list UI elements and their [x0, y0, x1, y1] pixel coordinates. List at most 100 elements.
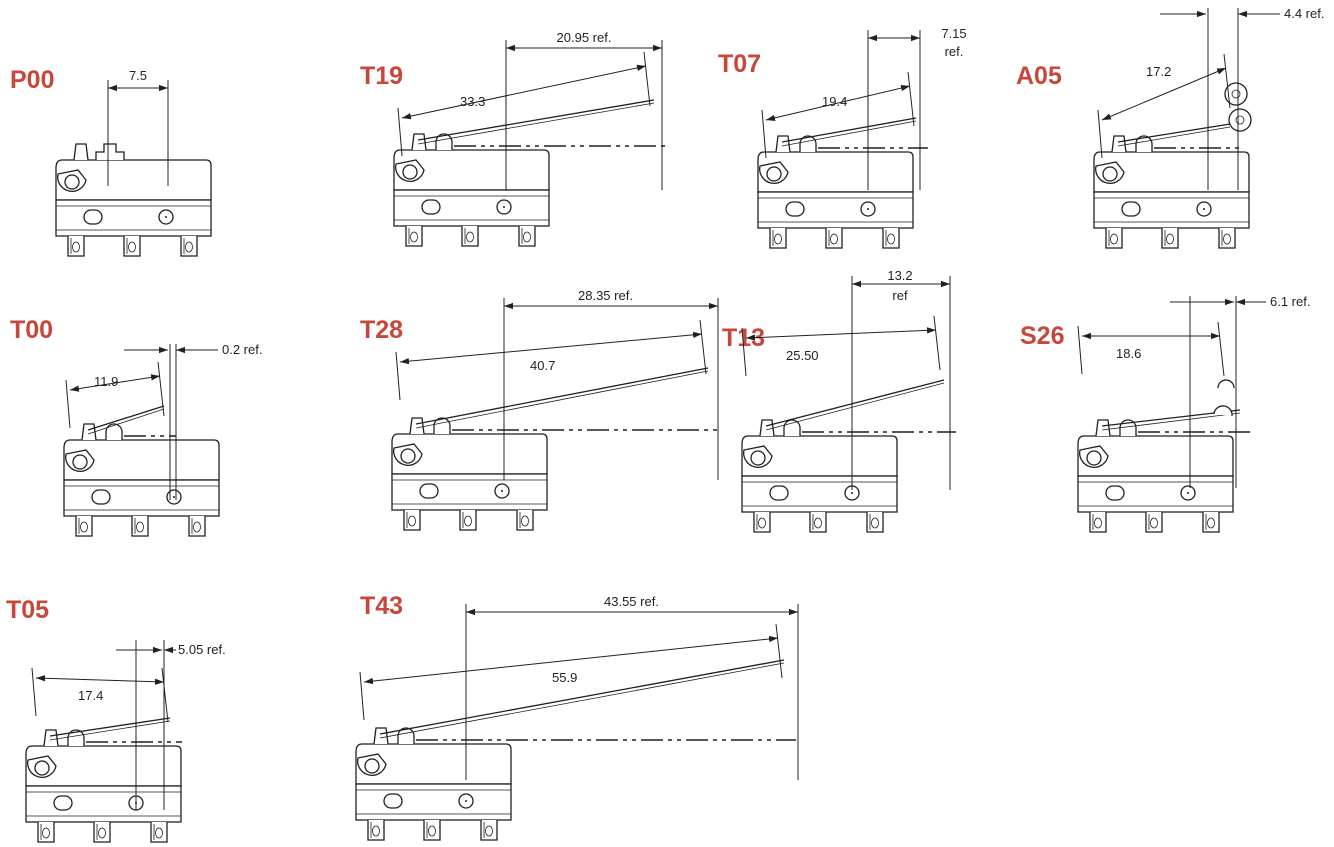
dimension-label-suffix: ref: [892, 288, 908, 303]
dimension-label: 6.1 ref.: [1270, 294, 1310, 309]
switch-housing: [1093, 135, 1250, 249]
actuator-lever-edge: [781, 120, 917, 147]
terminal-left: [37, 822, 55, 843]
terminal-right: [180, 236, 198, 257]
terminal-right: [1218, 228, 1236, 249]
terminal-right: [866, 512, 884, 533]
dimension-label: 17.4: [78, 688, 103, 703]
terminal-right: [150, 822, 168, 843]
actuator-lever: [417, 99, 655, 141]
model-code: A05: [1016, 62, 1062, 90]
switch-housing: [741, 419, 898, 533]
actuator-lever-edge: [49, 720, 171, 741]
actuator-lever: [379, 659, 785, 735]
mount-hole: [769, 485, 789, 501]
dimension-line: [765, 85, 911, 121]
dimension-line: [745, 327, 937, 341]
terminal-right: [516, 510, 534, 531]
extension-line: [907, 71, 915, 127]
extension-line: [31, 667, 37, 717]
dimension-label: 0.2 ref.: [222, 342, 262, 357]
dimension-label-suffix: ref.: [945, 44, 964, 59]
terminal-right: [188, 516, 206, 537]
mount-hole: [785, 201, 805, 217]
dimension-label: 5.05 ref.: [178, 642, 226, 657]
terminal-left: [67, 236, 85, 257]
terminal-right: [518, 226, 536, 247]
switch-t07: T07 19.4 7.15 ref.: [718, 26, 967, 249]
hook-operated: [1213, 405, 1233, 417]
dimension-label: 55.9: [552, 670, 577, 685]
model-code: T19: [360, 62, 403, 90]
terminal-left: [403, 510, 421, 531]
dimension-label: 19.4: [822, 94, 847, 109]
extension-line: [643, 51, 651, 107]
roller-operated: [1228, 108, 1252, 132]
switch-t05: T05 17.4 5.05 ref.: [6, 596, 226, 843]
actuator-lever: [765, 379, 945, 427]
actuator-lever-edge: [1117, 126, 1231, 147]
terminal-left: [1089, 512, 1107, 533]
extension-line: [397, 107, 403, 157]
lever-pivot: [393, 417, 425, 466]
terminal-right: [1202, 512, 1220, 533]
terminal-mid: [123, 236, 141, 257]
mount-hole: [83, 209, 103, 225]
dimension-line: [363, 635, 779, 685]
model-code: T05: [6, 596, 49, 624]
switch-housing: [1077, 419, 1234, 533]
terminal-mid: [131, 516, 149, 537]
terminal-left: [367, 820, 385, 841]
extension-line: [161, 667, 169, 723]
mount-hole: [91, 489, 111, 505]
extension-line: [761, 109, 767, 159]
terminal-mid: [459, 510, 477, 531]
terminal-mid: [809, 512, 827, 533]
extension-line: [359, 671, 365, 721]
switch-housing: [55, 143, 212, 257]
actuator-lever-edge: [1101, 412, 1241, 431]
dimension-line: [1101, 67, 1227, 121]
terminal-left: [405, 226, 423, 247]
mount-hole: [383, 793, 403, 809]
mount-hole: [53, 795, 73, 811]
switch-housing: [391, 417, 548, 531]
model-code: T00: [10, 316, 53, 344]
plunger: [95, 143, 125, 160]
extension-line: [395, 351, 401, 401]
terminal-mid: [825, 228, 843, 249]
dimension-label: 28.35 ref.: [578, 288, 633, 303]
switch-housing: [393, 133, 550, 247]
terminal-mid: [1145, 512, 1163, 533]
extension-line: [1223, 53, 1231, 109]
extension-line: [1077, 325, 1083, 375]
dimension-line: [69, 374, 161, 392]
terminal-left: [75, 516, 93, 537]
model-code: T07: [718, 50, 761, 78]
lever-pivot: [395, 133, 427, 182]
actuator-lever: [87, 405, 165, 431]
actuator-lever-edge: [765, 382, 945, 431]
dimension-line: [35, 675, 165, 685]
switch-housing: [757, 135, 914, 249]
actuator-lever-edge: [415, 370, 709, 429]
lever-pivot: [57, 143, 89, 192]
plunger: [105, 423, 123, 440]
dimension-label: 43.55 ref.: [604, 594, 659, 609]
lever-pivot: [27, 729, 59, 778]
terminal-right: [882, 228, 900, 249]
dimension-label: 18.6: [1116, 346, 1141, 361]
actuator-lever-edge: [87, 408, 165, 435]
lever-pivot: [357, 727, 389, 776]
dimension-label: 7.15: [941, 26, 966, 41]
extension-line: [775, 623, 783, 679]
actuator-lever: [415, 367, 709, 425]
mount-hole: [1121, 201, 1141, 217]
switch-housing: [355, 727, 512, 841]
lever-pivot: [1079, 419, 1111, 468]
plunger: [783, 419, 801, 436]
lever-pivot: [1095, 135, 1127, 184]
